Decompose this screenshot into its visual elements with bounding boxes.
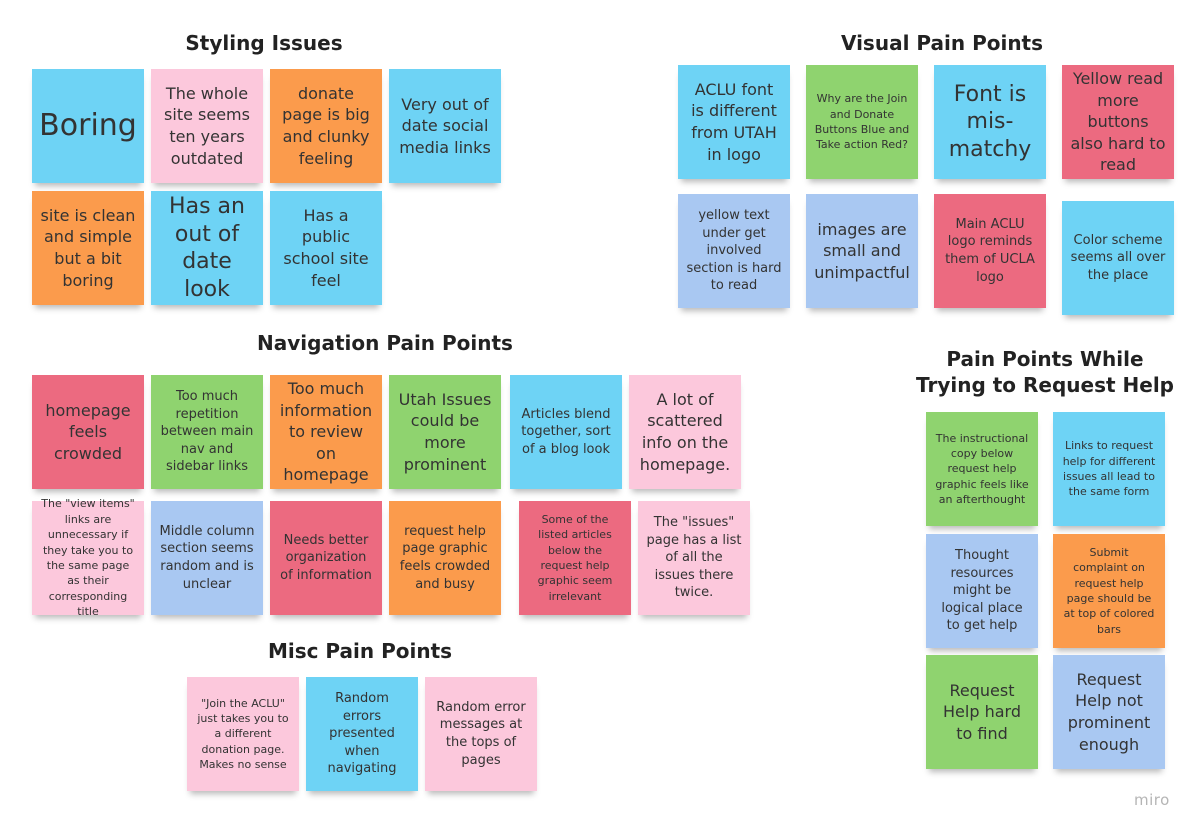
miro-logo: miro <box>1134 791 1170 809</box>
sticky-note[interactable]: Has an out of date look <box>151 191 263 305</box>
sticky-note[interactable]: "Join the ACLU" just takes you to a diff… <box>187 677 299 791</box>
styling-issues-heading: Styling Issues <box>185 31 343 55</box>
sticky-note[interactable]: site is clean and simple but a bit borin… <box>32 191 144 305</box>
sticky-note[interactable]: ACLU font is different from UTAH in logo <box>678 65 790 179</box>
sticky-note[interactable]: Main ACLU logo reminds them of UCLA logo <box>934 194 1046 308</box>
sticky-note[interactable]: Thought resources might be logical place… <box>926 534 1038 648</box>
sticky-note[interactable]: Random error messages at the tops of pag… <box>425 677 537 791</box>
sticky-note[interactable]: Yellow read more buttons also hard to re… <box>1062 65 1174 179</box>
sticky-note[interactable]: Random errors presented when navigating <box>306 677 418 791</box>
sticky-note[interactable]: Needs better organization of information <box>270 501 382 615</box>
request-help-pain-points-heading: Pain Points While Trying to Request Help <box>916 347 1174 397</box>
sticky-note[interactable]: Request Help hard to find <box>926 655 1038 769</box>
sticky-note[interactable]: Links to request help for different issu… <box>1053 412 1165 526</box>
sticky-note[interactable]: Submit complaint on request help page sh… <box>1053 534 1165 648</box>
sticky-note[interactable]: Too much information to review on homepa… <box>270 375 382 489</box>
sticky-note[interactable]: Articles blend together, sort of a blog … <box>510 375 622 489</box>
sticky-note[interactable]: request help page graphic feels crowded … <box>389 501 501 615</box>
sticky-note[interactable]: Very out of date social media links <box>389 69 501 183</box>
sticky-note[interactable]: A lot of scattered info on the homepage. <box>629 375 741 489</box>
sticky-note[interactable]: images are small and unimpactful <box>806 194 918 308</box>
sticky-note[interactable]: The whole site seems ten years outdated <box>151 69 263 183</box>
sticky-note[interactable]: Utah Issues could be more prominent <box>389 375 501 489</box>
sticky-note[interactable]: Some of the listed articles below the re… <box>519 501 631 615</box>
sticky-note[interactable]: homepage feels crowded <box>32 375 144 489</box>
visual-pain-points-heading: Visual Pain Points <box>840 31 1044 55</box>
sticky-note[interactable]: Color scheme seems all over the place <box>1062 201 1174 315</box>
sticky-note[interactable]: Request Help not prominent enough <box>1053 655 1165 769</box>
sticky-note[interactable]: Boring <box>32 69 144 183</box>
sticky-note[interactable]: Font is mis-matchy <box>934 65 1046 179</box>
sticky-note[interactable]: yellow text under get involved section i… <box>678 194 790 308</box>
sticky-note[interactable]: The instructional copy below request hel… <box>926 412 1038 526</box>
navigation-pain-points-heading: Navigation Pain Points <box>257 331 513 355</box>
sticky-note[interactable]: The "view items" links are unnecessary i… <box>32 497 144 618</box>
misc-pain-points-heading: Misc Pain Points <box>267 639 453 663</box>
sticky-note[interactable]: Middle column section seems random and i… <box>151 501 263 615</box>
sticky-note[interactable]: Why are the Join and Donate Buttons Blue… <box>806 65 918 179</box>
sticky-note[interactable]: Too much repetition between main nav and… <box>151 375 263 489</box>
sticky-note[interactable]: donate page is big and clunky feeling <box>270 69 382 183</box>
sticky-note[interactable]: The "issues" page has a list of all the … <box>638 501 750 615</box>
sticky-note[interactable]: Has a public school site feel <box>270 191 382 305</box>
